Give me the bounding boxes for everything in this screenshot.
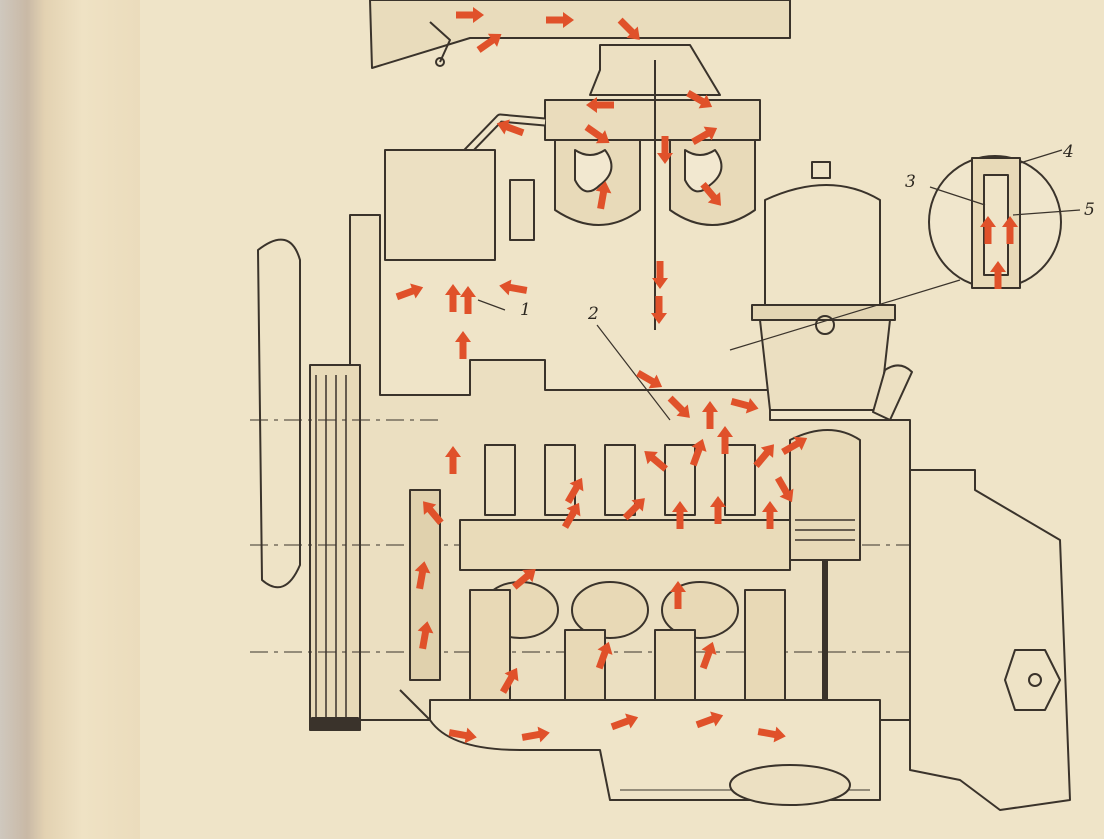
oil-flow-arrow [595, 181, 612, 210]
oil-flow-arrow [980, 216, 996, 244]
oil-flow-arrow [476, 33, 502, 53]
oil-flow-arrow [521, 726, 550, 743]
oil-flow-arrow [512, 569, 536, 590]
oil-flow-arrow [652, 261, 668, 289]
oil-flow-arrow [717, 426, 733, 454]
oil-pan [399, 689, 881, 801]
oil-flow-arrow [395, 283, 424, 301]
flywheel-housing [909, 469, 1071, 811]
oil-flow-arrow [657, 136, 673, 164]
oil-flow-arrow [699, 641, 717, 670]
timing-gear [409, 489, 441, 681]
oil-flow-arrow [710, 496, 726, 524]
oil-flow-arrow [496, 119, 525, 137]
oil-flow-arrow [561, 502, 581, 529]
oil-flow-arrow [448, 727, 477, 744]
oil-flow-arrow [651, 296, 667, 324]
oil-flow-arrow [455, 331, 471, 359]
oil-flow-arrow [667, 395, 690, 418]
oil-flow-arrow [617, 17, 640, 40]
oil-flow-arrow [691, 126, 718, 146]
oil-flow-arrow [499, 667, 519, 694]
oil-flow-arrows [395, 7, 1018, 744]
oil-flow-arrow [644, 451, 668, 472]
oil-flow-arrow [456, 7, 484, 23]
oil-flow-arrow [670, 581, 686, 609]
camshaft-row [459, 519, 791, 571]
oil-flow-arrow [586, 97, 614, 113]
book-page-edge [0, 0, 150, 839]
callout-4: 4 [1063, 142, 1074, 162]
oil-flow-arrow [686, 89, 713, 109]
oil-flow-arrow [460, 286, 476, 314]
oil-flow-arrow [762, 501, 778, 529]
oil-flow-arrow [730, 397, 759, 414]
oil-flow-arrow [753, 444, 774, 468]
oil-flow-arrow [417, 621, 434, 650]
oil-flow-arrow [695, 711, 724, 729]
oil-flow-arrow [414, 561, 431, 590]
oil-flow-arrow [689, 438, 707, 467]
oil-filler-neck [872, 364, 913, 421]
oil-flow-arrow [781, 436, 808, 456]
oil-flow-arrow [700, 182, 721, 206]
oil-flow-arrow [595, 641, 613, 670]
oil-flow-arrow [584, 124, 610, 144]
callout-3: 3 [905, 172, 916, 192]
oil-flow-arrow [564, 477, 584, 504]
oil-flow-arrow [636, 369, 663, 389]
callout-2: 2 [588, 304, 599, 324]
oil-flow-arrow [990, 261, 1006, 289]
oil-flow-arrow [1002, 216, 1018, 244]
oil-flow-arrow [672, 501, 688, 529]
oil-flow-arrow [423, 501, 444, 525]
oil-flow-arrow [702, 401, 718, 429]
oil-pump-block [384, 149, 496, 261]
oil-flow-arrow [546, 12, 574, 28]
oil-flow-arrow [499, 279, 528, 296]
oil-flow-arrow [610, 713, 639, 731]
oil-flow-arrow [622, 498, 645, 521]
oil-flow-arrow [774, 476, 794, 503]
oil-flow-arrow [445, 284, 461, 312]
fan-blade [257, 238, 301, 589]
oil-flow-arrow [445, 446, 461, 474]
breather-tube [369, 0, 791, 69]
crank-pulley [309, 364, 361, 731]
callout-5: 5 [1084, 200, 1095, 220]
callout-1: 1 [520, 300, 531, 320]
oil-filter-canister [764, 184, 881, 306]
oil-flow-arrow [757, 726, 786, 743]
piston [789, 429, 861, 561]
